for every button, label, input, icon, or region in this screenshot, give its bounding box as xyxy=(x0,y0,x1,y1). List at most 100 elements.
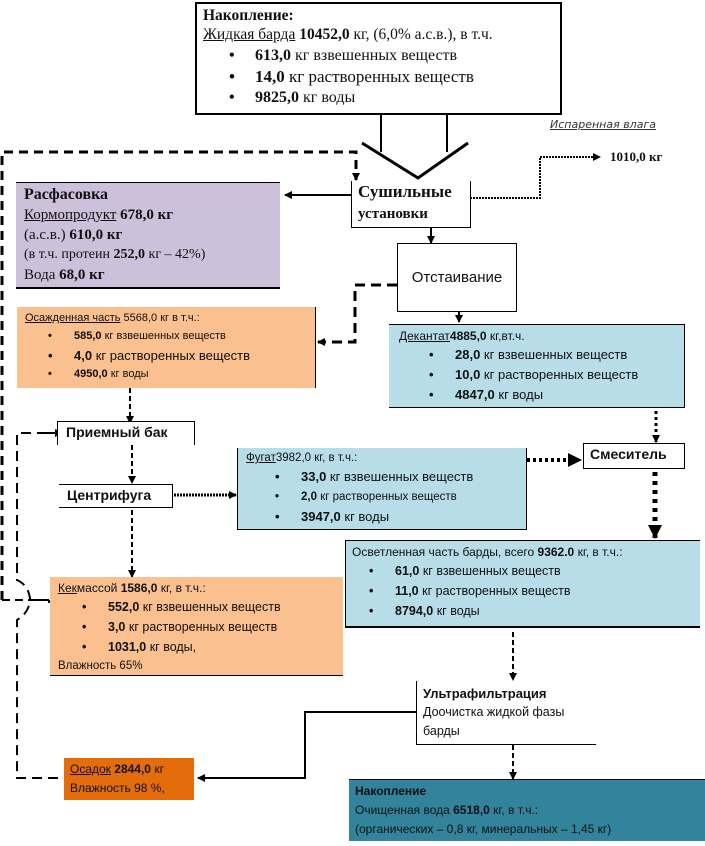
residue-value: 2844,0 xyxy=(110,762,151,776)
residue-unit: кг xyxy=(150,762,164,776)
item-text: кг воды xyxy=(299,88,356,106)
settling-label: Отстаивание xyxy=(411,269,503,286)
water-value: 68,0 кг xyxy=(59,267,105,283)
item-value: 4847,0 xyxy=(455,387,495,402)
centrifuge-label: Центрифуга xyxy=(67,487,152,503)
packaging-product: Кормопродукт 678,0 кг xyxy=(24,205,272,225)
item-text: кг взвешенных веществ xyxy=(326,469,474,484)
cake-total: 1586,0 xyxy=(120,581,158,595)
ultrafiltration-box[interactable]: Ультрафильтрация Доочистка жидкой фазы б… xyxy=(416,681,596,745)
clean-water-suffix: кг, в т.ч.: xyxy=(489,803,539,817)
list-item: 3947,0 кг воды xyxy=(275,507,518,527)
centrifuge-box[interactable]: Центрифуга xyxy=(59,484,173,508)
list-item: 585,0 кг взвешенных веществ xyxy=(48,327,307,346)
protein-suffix: кг – 42%) xyxy=(145,247,206,262)
protein-prefix: (в т.ч. протеин xyxy=(24,247,114,262)
item-value: 10,0 xyxy=(455,367,481,382)
decantate-label: Декантат xyxy=(399,329,450,343)
ultrafiltration-line1: Доочистка жидкой фазы xyxy=(423,705,565,719)
item-text: кг воды, xyxy=(146,640,197,654)
protein-value: 252,0 xyxy=(113,247,146,262)
item-text: кг воды xyxy=(494,387,544,402)
cake-label-rest: массой xyxy=(76,581,121,595)
item-text: кг взвешенных веществ xyxy=(291,46,458,64)
cake-label: Кек xyxy=(58,581,77,595)
item-value: 28,0 xyxy=(455,347,481,362)
water-label: Вода xyxy=(24,267,60,283)
list-item: 11,0 кг растворенных веществ xyxy=(369,581,694,601)
clean-water-value: 6518,0 xyxy=(453,803,490,817)
item-text: кг растворенных веществ xyxy=(284,66,474,86)
accumulation-top-list: 613,0 кг взвешенных веществ 14,0 кг раст… xyxy=(203,45,554,108)
fugate-header: Фугат3982,0 кг, в т.ч.: xyxy=(246,450,518,467)
item-text: кг растворенных веществ xyxy=(317,491,457,503)
evaporated-value: 1010,0 кг xyxy=(610,149,663,164)
mixer-box[interactable]: Смеситель xyxy=(583,443,685,469)
list-item: 4950,0 кг воды xyxy=(48,365,307,384)
packaging-protein: (в т.ч. протеин 252,0 кг – 42%) xyxy=(24,245,272,265)
decantate-box: Декантат4885,0 кг,вт.ч. 28,0 кг взвешенн… xyxy=(389,324,685,408)
list-item: 613,0 кг взвешенных веществ xyxy=(229,45,554,66)
fugate-total: 3982,0 xyxy=(275,452,312,464)
clarified-label: Осветленная часть барды, всего xyxy=(352,545,538,559)
sediment-part-header: Осажденная часть 5568,0 кг в т.ч.: xyxy=(25,310,307,327)
list-item: 61,0 кг взвешенных веществ xyxy=(369,561,694,581)
recycle-dashed-loop xyxy=(0,150,360,600)
cake-list: 552,0 кг взвешенных веществ 3,0 кг раств… xyxy=(58,597,335,657)
item-text: кг взвешенных веществ xyxy=(419,564,561,578)
clarified-total: 9362.0 xyxy=(537,545,575,559)
item-text: кг взвешенных веществ xyxy=(101,330,226,342)
dryers-box[interactable]: Сушильные установки xyxy=(351,181,471,228)
list-item: 10,0 кг растворенных веществ xyxy=(429,365,674,385)
product-value: 678,0 кг xyxy=(116,207,174,223)
item-value: 3947,0 xyxy=(301,509,341,524)
clarified-total-rest: кг, в т.ч.: xyxy=(574,545,623,559)
receiving-tank-box[interactable]: Приемный бак xyxy=(57,421,195,445)
list-item: 8794,0 кг воды xyxy=(369,601,694,621)
item-value: 1031,0 xyxy=(108,640,147,654)
list-item: 33,0 кг взвешенных веществ xyxy=(275,467,518,487)
item-text: кг воды xyxy=(107,368,149,380)
item-text: кг воды xyxy=(340,509,390,524)
sediment-part-box: Осажденная часть 5568,0 кг в т.ч.: 585,0… xyxy=(17,307,316,388)
clarified-list: 61,0 кг взвешенных веществ 11,0 кг раств… xyxy=(352,561,694,621)
dryers-label-line2: установки xyxy=(358,206,428,222)
item-value: 14,0 xyxy=(255,66,285,86)
dry-label: (а.с.в.) xyxy=(24,227,70,243)
item-text: кг взвешенных веществ xyxy=(480,347,628,362)
evaporated-label: Испаренная влага xyxy=(550,118,656,131)
ultrafiltration-line2: барды xyxy=(423,724,460,738)
accumulation-bottom-box: Накопление Очищенная вода 6518,0 кг, в т… xyxy=(349,779,705,841)
settling-to-sediment-arrow xyxy=(317,283,397,346)
item-value: 11,0 xyxy=(395,584,419,598)
item-text: кг растворенных веществ xyxy=(480,367,639,382)
item-text: кг растворенных веществ xyxy=(92,348,251,363)
fugate-list: 33,0 кг взвешенных веществ 2,0 кг раство… xyxy=(246,467,518,527)
item-value: 585,0 xyxy=(74,330,102,342)
accumulation-bottom-line2: (органических – 0,8 кг, минеральных – 1,… xyxy=(355,822,612,836)
accumulation-bottom-line1: Очищенная вода 6518,0 кг, в т.ч.: xyxy=(355,801,704,820)
list-item: 552,0 кг взвешенных веществ xyxy=(82,597,335,617)
sediment-label: Осажденная часть xyxy=(25,312,121,324)
item-value: 2,0 xyxy=(301,491,317,503)
residue-moisture: Влажность 98 %, xyxy=(70,781,165,795)
settling-box[interactable]: Отстаивание xyxy=(397,243,517,312)
packaging-dry: (а.с.в.) 610,0 кг xyxy=(24,225,272,245)
hopper-funnel xyxy=(361,141,469,180)
tank-return-loop xyxy=(16,432,70,779)
list-item: 4,0 кг растворенных веществ xyxy=(48,346,307,365)
clarified-header: Осветленная часть барды, всего 9362.0 кг… xyxy=(352,543,694,561)
accumulation-top-total: Жидкая барда 10452,0 кг, (6,0% а.с.в.), … xyxy=(203,25,554,44)
cake-header: Кекмассой 1586,0 кг, в т.ч.: xyxy=(58,579,335,597)
item-value: 4950,0 xyxy=(74,368,108,380)
accumulation-top-total-value: 10452,0 xyxy=(299,26,350,44)
item-value: 9825,0 xyxy=(255,88,299,106)
item-text: кг взвешенных веществ xyxy=(139,600,281,614)
dry-value: 610,0 кг xyxy=(69,227,123,243)
item-value: 61,0 xyxy=(395,564,420,578)
packaging-box: Расфасовка Кормопродукт 678,0 кг (а.с.в.… xyxy=(16,182,280,289)
evaporation-arrow xyxy=(470,153,601,199)
fugate-box: Фугат3982,0 кг, в т.ч.: 33,0 кг взвешенн… xyxy=(237,448,527,530)
list-item: 14,0 кг растворенных веществ xyxy=(229,66,554,87)
cake-moisture: Влажность 65% xyxy=(58,660,143,672)
